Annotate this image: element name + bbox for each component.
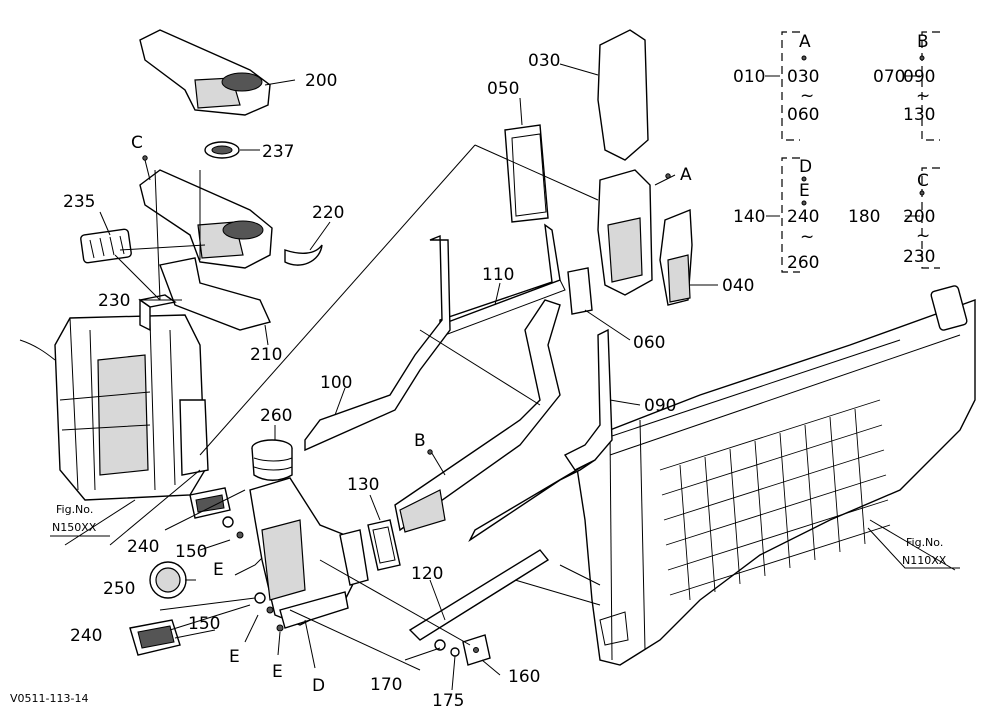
group-140-letter-d: D xyxy=(799,157,812,177)
callout-060: 060 xyxy=(633,333,665,353)
group-010-letter: A xyxy=(799,32,811,52)
callout-150b: 150 xyxy=(188,614,220,634)
vent-240a xyxy=(189,487,231,519)
group-140: 140 D E 240 ~ 260 xyxy=(733,157,819,273)
letter-b: B xyxy=(414,431,426,451)
callout-250: 250 xyxy=(103,579,135,599)
screws-150 xyxy=(222,516,284,632)
letter-a: A xyxy=(680,165,692,185)
group-140-tilde: ~ xyxy=(800,227,814,247)
group-070-from: 090 xyxy=(903,67,935,87)
callout-170: 170 xyxy=(370,675,402,695)
callout-235: 235 xyxy=(63,192,95,212)
vent-240b xyxy=(129,619,181,656)
letter-e2: E xyxy=(229,647,240,667)
group-010-from: 030 xyxy=(787,67,819,87)
fig-ref-right-line1: Fig.No. xyxy=(906,536,943,549)
callout-090: 090 xyxy=(644,396,676,416)
group-010: 010 A 030 ~ 060 xyxy=(733,32,819,125)
fig-ref-right-line2: N110XX xyxy=(902,554,947,567)
duct-100 xyxy=(304,234,451,452)
callout-130: 130 xyxy=(347,475,379,495)
callout-260: 260 xyxy=(260,406,292,426)
group-070-tilde: ~ xyxy=(916,86,930,106)
fig-ref-left-line2: N150XX xyxy=(52,521,97,534)
callout-210: 210 xyxy=(250,345,282,365)
group-180-to: 230 xyxy=(903,247,935,267)
housing-d xyxy=(249,477,369,629)
lower-duct-c xyxy=(139,169,273,269)
grille-235 xyxy=(80,228,132,264)
callout-030: 030 xyxy=(528,51,560,71)
callout-240b: 240 xyxy=(70,626,102,646)
group-010-to: 060 xyxy=(787,105,819,125)
plate-210 xyxy=(159,257,271,331)
group-070-to: 130 xyxy=(903,105,935,125)
bellows-260 xyxy=(251,439,293,481)
callout-175: 175 xyxy=(432,691,464,711)
callout-110: 110 xyxy=(482,265,514,285)
duct-090 xyxy=(563,328,613,471)
group-brackets xyxy=(765,31,940,273)
group-180: 180 C 200 ~ 230 xyxy=(848,171,935,267)
leader-lines xyxy=(64,63,960,691)
group-010-tilde: ~ xyxy=(800,86,814,106)
group-070: 070 B 090 ~ 130 xyxy=(873,32,935,125)
group-070-letter: B xyxy=(917,32,929,52)
group-180-letter: C xyxy=(917,171,929,191)
letter-d: D xyxy=(312,676,325,696)
callout-230: 230 xyxy=(98,291,130,311)
duct-050 xyxy=(504,124,549,223)
letter-e3: E xyxy=(272,662,283,682)
callout-237: 237 xyxy=(262,142,294,162)
callout-200: 200 xyxy=(305,71,337,91)
group-140-letter-e: E xyxy=(799,181,810,201)
letter-e1: E xyxy=(213,560,224,580)
callout-240a: 240 xyxy=(127,537,159,557)
callout-100: 100 xyxy=(320,373,352,393)
callout-040: 040 xyxy=(722,276,754,296)
pad-130 xyxy=(367,519,401,571)
group-180-tilde: ~ xyxy=(916,226,930,246)
diagram-code: V0511-113-14 xyxy=(10,692,88,705)
callout-120: 120 xyxy=(411,564,443,584)
group-140-key: 140 xyxy=(733,207,765,227)
fig-ref-left-line1: Fig.No. xyxy=(56,503,93,516)
cab-frame xyxy=(574,285,976,666)
callout-160: 160 xyxy=(508,667,540,687)
bracket-160 xyxy=(434,634,491,666)
callout-150a: 150 xyxy=(175,542,207,562)
clip-220 xyxy=(284,244,323,266)
callout-labels: 200 237 220 235 230 210 030 050 040 060 … xyxy=(63,51,754,711)
pad-060 xyxy=(567,267,593,315)
fig-ref-right: Fig.No. N110XX xyxy=(902,536,947,567)
letter-labels: C A B E E E D xyxy=(131,133,692,696)
group-140-from: 240 xyxy=(787,207,819,227)
letter-c: C xyxy=(131,133,143,153)
callout-050: 050 xyxy=(487,79,519,99)
duct-030 xyxy=(597,29,649,161)
group-140-to: 260 xyxy=(787,253,819,273)
group-010-key: 010 xyxy=(733,67,765,87)
duct-b xyxy=(394,299,611,543)
group-180-from: 200 xyxy=(903,207,935,227)
group-180-key: 180 xyxy=(848,207,880,227)
hvac-housing xyxy=(19,314,209,501)
fig-ref-left: Fig.No. N150XX xyxy=(50,503,110,537)
ring-237 xyxy=(204,141,240,159)
upper-duct-200 xyxy=(139,29,271,116)
callout-220: 220 xyxy=(312,203,344,223)
group-070-key: 070 xyxy=(873,67,905,87)
cap-250 xyxy=(149,561,187,599)
